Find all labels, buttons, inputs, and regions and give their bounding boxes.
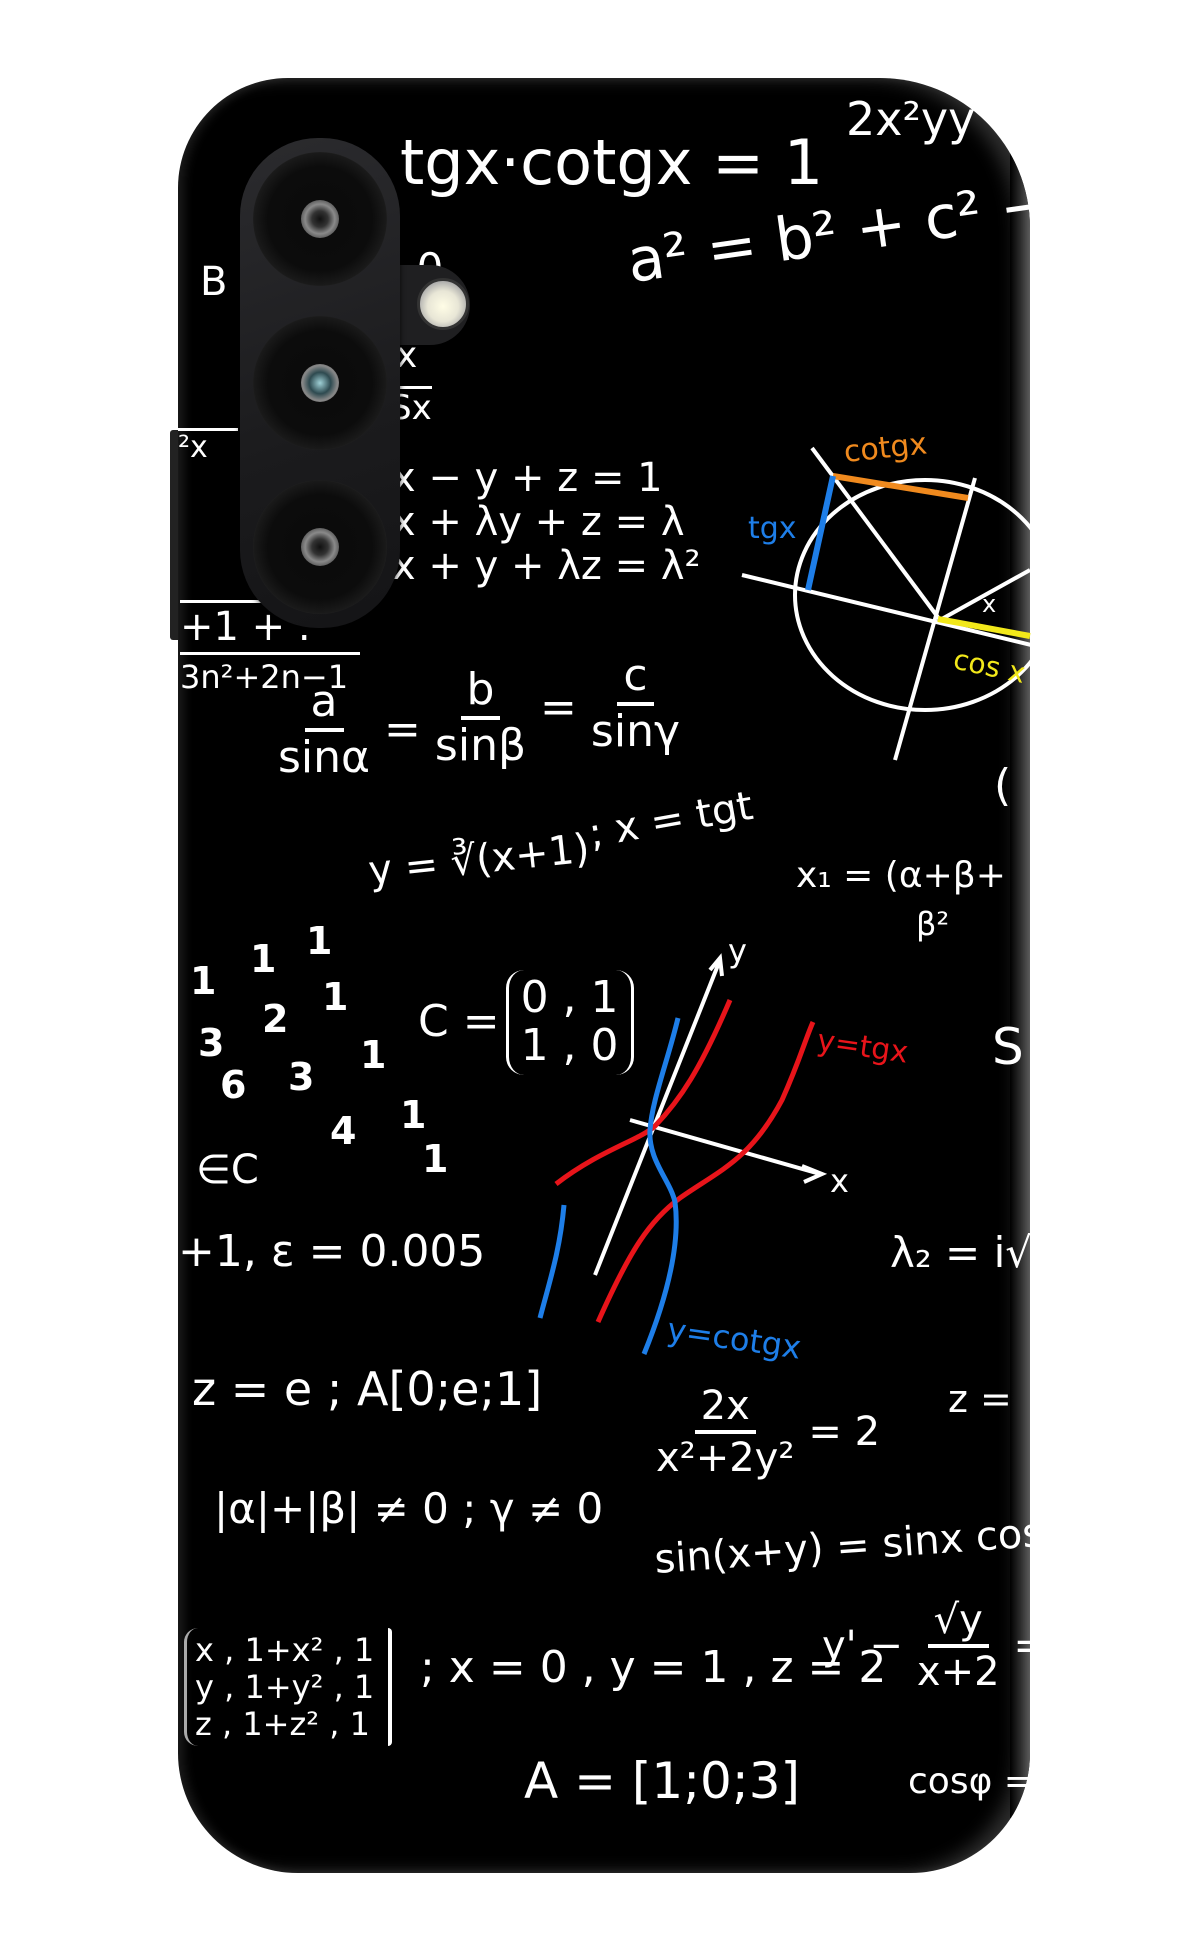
matrix3-body: x , 1+x² , 1 y , 1+y² , 1 z , 1+z² , 1 [184, 1628, 393, 1747]
formula-s-fragment: S [992, 1018, 1024, 1076]
flash-icon [417, 278, 469, 330]
formula-z-eq: z = [948, 1377, 1012, 1421]
formula-lambda2: λ₂ = i√ [890, 1228, 1033, 1277]
formula-z-e: z = e ; A[0;e;1] [192, 1362, 543, 1416]
sine-law-c: c sinγ [590, 650, 680, 757]
formula-abs-ineq: |α|+|β| ≠ 0 ; γ ≠ 0 [214, 1484, 604, 1533]
tg-graph-label: y=tgx [815, 1023, 910, 1070]
equals-sign: = [384, 704, 421, 755]
label-b: B [200, 259, 228, 305]
x-axis-label: x [830, 1162, 849, 1200]
formula-fraction-eq: 2x x²+2y² = 2 [656, 1383, 881, 1481]
formula-paren-fragment: ( [994, 760, 1012, 811]
formula-cos-phi: cosφ = [908, 1761, 1034, 1802]
formula-x1-beta: β² [916, 905, 950, 943]
cotg-label: cotgx [842, 426, 929, 470]
tg-cotg-graph: y x y=tgx y=cotgx [537, 932, 910, 1367]
sine-law-b: b sinβ [434, 664, 527, 771]
unit-circle-diagram: cotgx tgx cos x x [741, 426, 1061, 761]
formula-epsilon: +1, ε = 0.005 [178, 1226, 486, 1277]
camera-lens-middle-icon [253, 316, 387, 450]
matrix-c-body: 0 , 1 1 , 0 [505, 970, 634, 1075]
formula-diff-eq: y' − √y x+2 = [822, 1597, 1048, 1695]
formula-series-denominator: 3n²+2n−1 [180, 652, 360, 693]
formula-tg-cotg: tgx·cotgx = 1 [400, 126, 824, 199]
cos-label: cos x [951, 643, 1029, 690]
camera-module [240, 138, 400, 628]
formula-x1: x₁ = (α+β+ [796, 855, 1006, 896]
formula-matrix-c: C = 0 , 1 1 , 0 [418, 970, 634, 1075]
formula-fragment-x: x [396, 335, 418, 376]
tg-label: tgx [748, 511, 797, 546]
formula-system-line3: x + y + λz = λ² [392, 543, 701, 589]
formula-system-line1: x − y + z = 1 [392, 455, 663, 501]
formula-2x2yy: 2x²yy' [846, 92, 989, 146]
formula-matrix3: x , 1+x² , 1 y , 1+y² , 1 z , 1+z² , 1 [184, 1628, 393, 1747]
formula-in-c: ∈C [196, 1147, 259, 1193]
camera-lens-top-icon [253, 152, 387, 286]
formula-values: ; x = 0 , y = 1 , z = 2 [420, 1642, 887, 1693]
camera-lens-bottom-icon [253, 480, 387, 614]
sine-law-a: a sinα [278, 676, 371, 783]
formula-system-line2: x + λy + z = λ [392, 499, 685, 545]
case-edge-highlight [1010, 118, 1030, 1818]
y-axis-label: y [728, 932, 747, 970]
formula-vector-a: A = [1;0;3] [524, 1752, 801, 1810]
angle-label: x [982, 590, 996, 618]
formula-sine-law: a sinα = b sinβ = c sinγ [272, 654, 686, 783]
formula-fragment-2x: ²x [178, 428, 238, 463]
equals-sign: = [540, 682, 577, 733]
